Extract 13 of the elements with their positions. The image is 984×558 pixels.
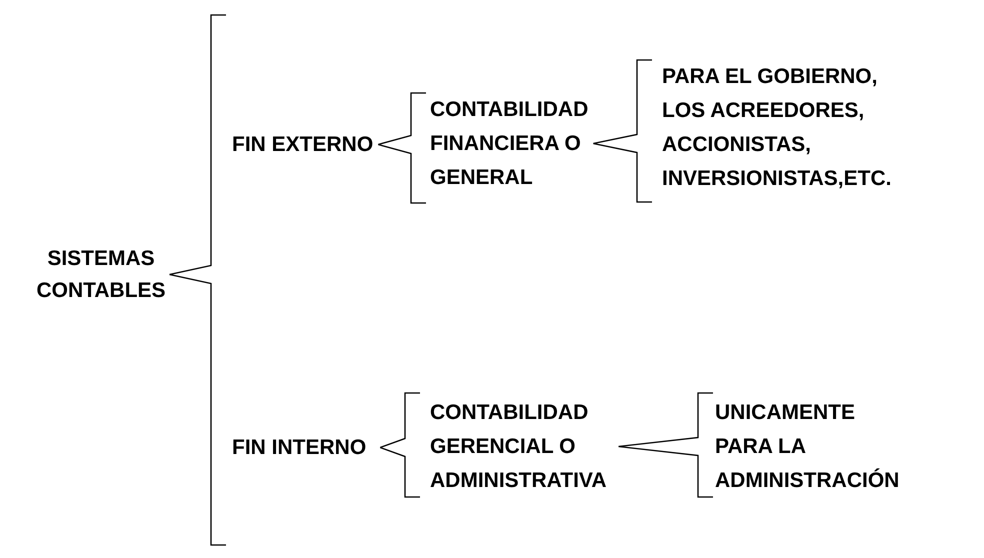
node-label: PARA EL GOBIERNO, LOS ACREEDORES, ACCIONISTAS, INVERSIONISTAS,ETC. <box>662 65 892 190</box>
node-label: CONTABILIDAD FINANCIERA O GENERAL <box>430 98 588 189</box>
brace-connector <box>380 392 421 498</box>
brace-connector <box>618 392 714 498</box>
brace-connector <box>592 59 653 203</box>
node-label: FIN INTERNO <box>232 436 366 459</box>
node-label: SISTEMAS CONTABLES <box>36 247 166 302</box>
brace-connector <box>378 92 427 204</box>
brace-connector <box>168 274 227 546</box>
node-label: FIN EXTERNO <box>232 133 374 156</box>
brace-connector <box>168 14 227 276</box>
node-label: UNICAMENTE PARA LA ADMINISTRACIÓN <box>715 401 900 492</box>
node-label: CONTABILIDAD GERENCIAL O ADMINISTRATIVA <box>430 401 607 492</box>
